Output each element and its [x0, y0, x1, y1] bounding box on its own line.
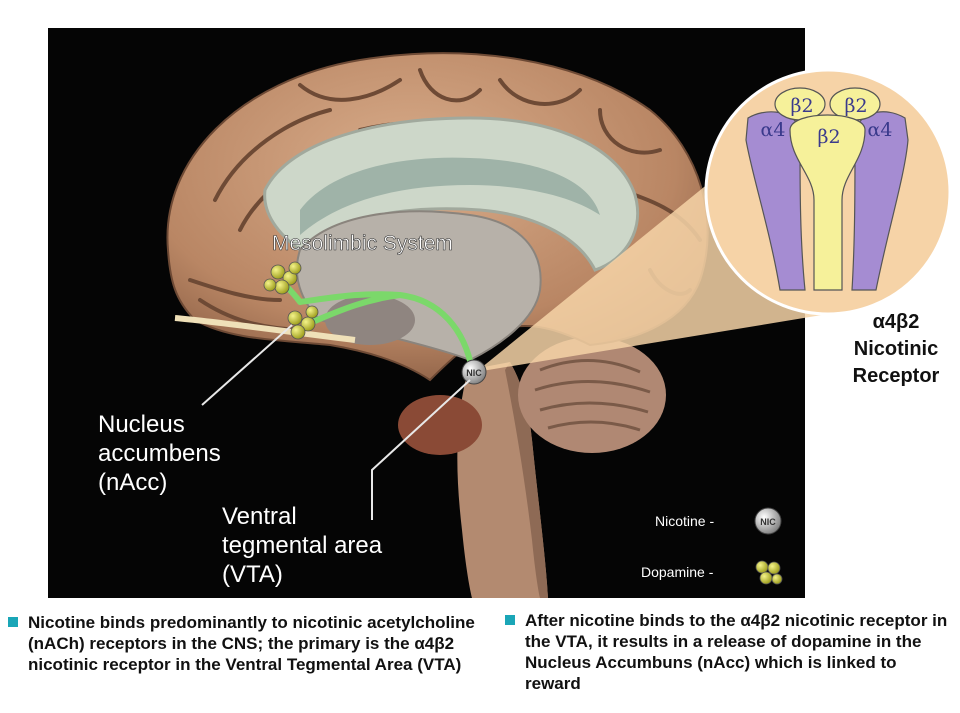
inner-ventricle [300, 157, 600, 235]
receptor-caption: α4β2 Nicotinic Receptor [853, 311, 940, 387]
beta2-top-left-label: β2 [790, 95, 813, 117]
nacc-label-line1: Nucleus [98, 411, 185, 438]
legend-dopamine-icon [755, 560, 783, 585]
alpha4-right-label: α4 [868, 119, 893, 141]
olfactory-tract [174, 315, 356, 343]
bullet-right: After nicotine binds to the α4β2 nicotin… [505, 610, 950, 694]
vta-leader-line [371, 379, 471, 520]
bullet-left: Nicotine binds predominantly to nicotini… [8, 612, 488, 675]
vta-label-line2: tegmental area [222, 532, 383, 559]
receptor-subunit-labels: β2 β2 β2 α4 α4 [761, 95, 893, 148]
alpha4-left-label: α4 [761, 119, 786, 141]
nacc-label-line2: accumbens [98, 440, 221, 467]
nicotine-marker [461, 359, 487, 385]
nicotine-marker-label: NIC [466, 368, 482, 378]
legend-nicotine-icon [754, 507, 782, 535]
dopamine-cluster-upper [263, 261, 302, 295]
legend-dopamine-label: Dopamine - [641, 564, 714, 580]
brainstem-shadow [505, 362, 548, 598]
beta2-center-label: β2 [817, 126, 840, 148]
legend-nicotine-icon-label: NIC [760, 517, 776, 527]
pons [398, 395, 482, 455]
vta-label-line1: Ventral [222, 503, 297, 530]
dopamine-cluster-lower [287, 305, 319, 340]
bullet-square-icon [8, 617, 18, 627]
receptor-caption-line1: α4β2 [873, 311, 920, 333]
nicotinic-receptor [745, 87, 909, 291]
bullet-right-text: After nicotine binds to the α4β2 nicotin… [525, 611, 948, 693]
cerebellum-folds [534, 358, 651, 432]
receptor-caption-line3: Receptor [853, 365, 940, 387]
receptor-caption-line2: Nicotinic [854, 338, 938, 360]
nacc-leader-line [201, 324, 293, 406]
beta2-center-subunit [789, 114, 866, 291]
legend: Nicotine - NIC Dopamine - [641, 507, 783, 585]
bullet-left-text: Nicotine binds predominantly to nicotini… [28, 613, 475, 674]
vta-label-line3: (VTA) [222, 561, 283, 588]
legend-nicotine-label: Nicotine - [655, 513, 714, 529]
mesolimbic-label: Mesolimbic System [272, 232, 453, 255]
beta2-top-right-label: β2 [844, 95, 867, 117]
nacc-label-line3: (nAcc) [98, 469, 167, 496]
bullet-square-icon [505, 615, 515, 625]
